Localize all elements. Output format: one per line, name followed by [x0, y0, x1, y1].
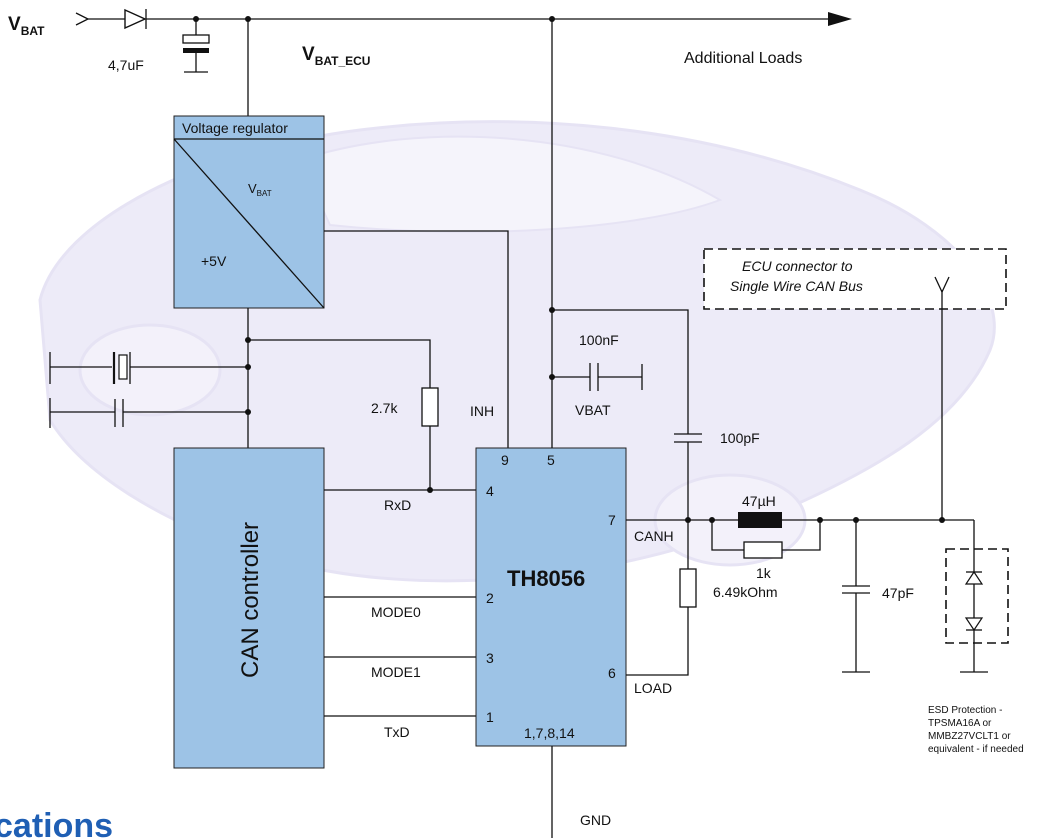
input-capacitor-value: 4,7uF	[108, 57, 144, 73]
pin-5-label: 5	[547, 452, 555, 468]
inductor-icon	[738, 512, 782, 528]
vbat-input-label: VBAT	[8, 14, 45, 38]
decoupling-capacitor-icon	[552, 363, 643, 391]
additional-loads-arrow	[828, 12, 852, 26]
esd-diode-icon	[964, 570, 984, 632]
parallel-resistor-value: 1k	[756, 565, 772, 581]
pin-1-label: 1	[486, 709, 494, 725]
bus-capacitor-icon	[842, 585, 870, 594]
can-controller-block	[173, 447, 325, 769]
load-signal-label: LOAD	[634, 680, 672, 696]
parallel-resistor-icon	[743, 541, 783, 559]
mode1-signal-label: MODE1	[371, 664, 421, 680]
input-capacitor-icon	[182, 19, 210, 73]
esd-note-line1: ESD Protection -	[928, 705, 1002, 716]
additional-loads-label: Additional Loads	[684, 50, 802, 67]
gnd-label: GND	[580, 812, 611, 828]
txd-signal-label: TxD	[384, 724, 410, 740]
pin-2-label: 2	[486, 590, 494, 606]
reverse-protection-diode-icon	[124, 8, 147, 30]
esd-note-line2: TPSMA16A or	[928, 718, 992, 729]
inductor-value: 47µH	[742, 493, 776, 509]
rxd-signal-label: RxD	[384, 497, 411, 513]
regulator-title: Voltage regulator	[182, 120, 288, 136]
inh-signal-label: INH	[470, 403, 494, 419]
ecu-connector-line2: Single Wire CAN Bus	[730, 278, 863, 294]
brand-fragment: cations	[0, 807, 113, 838]
pullup-resistor-value: 2.7k	[371, 400, 398, 416]
vbat-ecu-label: VBAT_ECU	[302, 44, 370, 68]
esd-note-line3: MMBZ27VCLT1 or	[928, 731, 1011, 742]
pin-3-label: 3	[486, 650, 494, 666]
pullup-resistor-icon	[421, 387, 439, 427]
crystal-icon	[49, 352, 248, 384]
regulator-vin-label: VBAT	[248, 181, 272, 198]
load-resistor-value: 6.49kOhm	[713, 584, 778, 600]
ecu-connector-line1: ECU connector to	[742, 258, 853, 274]
decoupling-capacitor-value: 100nF	[579, 332, 619, 348]
regulator-vout-label: +5V	[201, 253, 227, 269]
mode0-signal-label: MODE0	[371, 604, 421, 620]
voltage-regulator-block	[173, 115, 325, 309]
pin-gnd-label: 1,7,8,14	[524, 725, 575, 741]
canh-signal-label: CANH	[634, 528, 674, 544]
pin-7-label: 7	[608, 512, 616, 528]
can-controller-label: CAN controller	[237, 522, 264, 678]
esd-note-line4: equivalent - if needed	[928, 744, 1024, 755]
esd-protection-box	[945, 548, 1009, 644]
pin-6-label: 6	[608, 665, 616, 681]
vbat-input-arrow	[75, 12, 90, 26]
transceiver-name: TH8056	[507, 566, 585, 591]
load-capacitor-icon	[49, 398, 248, 428]
pin-4-label: 4	[486, 483, 494, 499]
ecu-connector-box	[703, 248, 1007, 310]
pin-9-label: 9	[501, 452, 509, 468]
bus-capacitor-value: 47pF	[882, 585, 914, 601]
canh-capacitor-value: 100pF	[720, 430, 760, 446]
load-resistor-icon	[679, 568, 697, 608]
vbat-pin-label: VBAT	[575, 402, 611, 418]
bus-antenna-icon	[934, 276, 950, 520]
th8056-block	[475, 447, 627, 747]
